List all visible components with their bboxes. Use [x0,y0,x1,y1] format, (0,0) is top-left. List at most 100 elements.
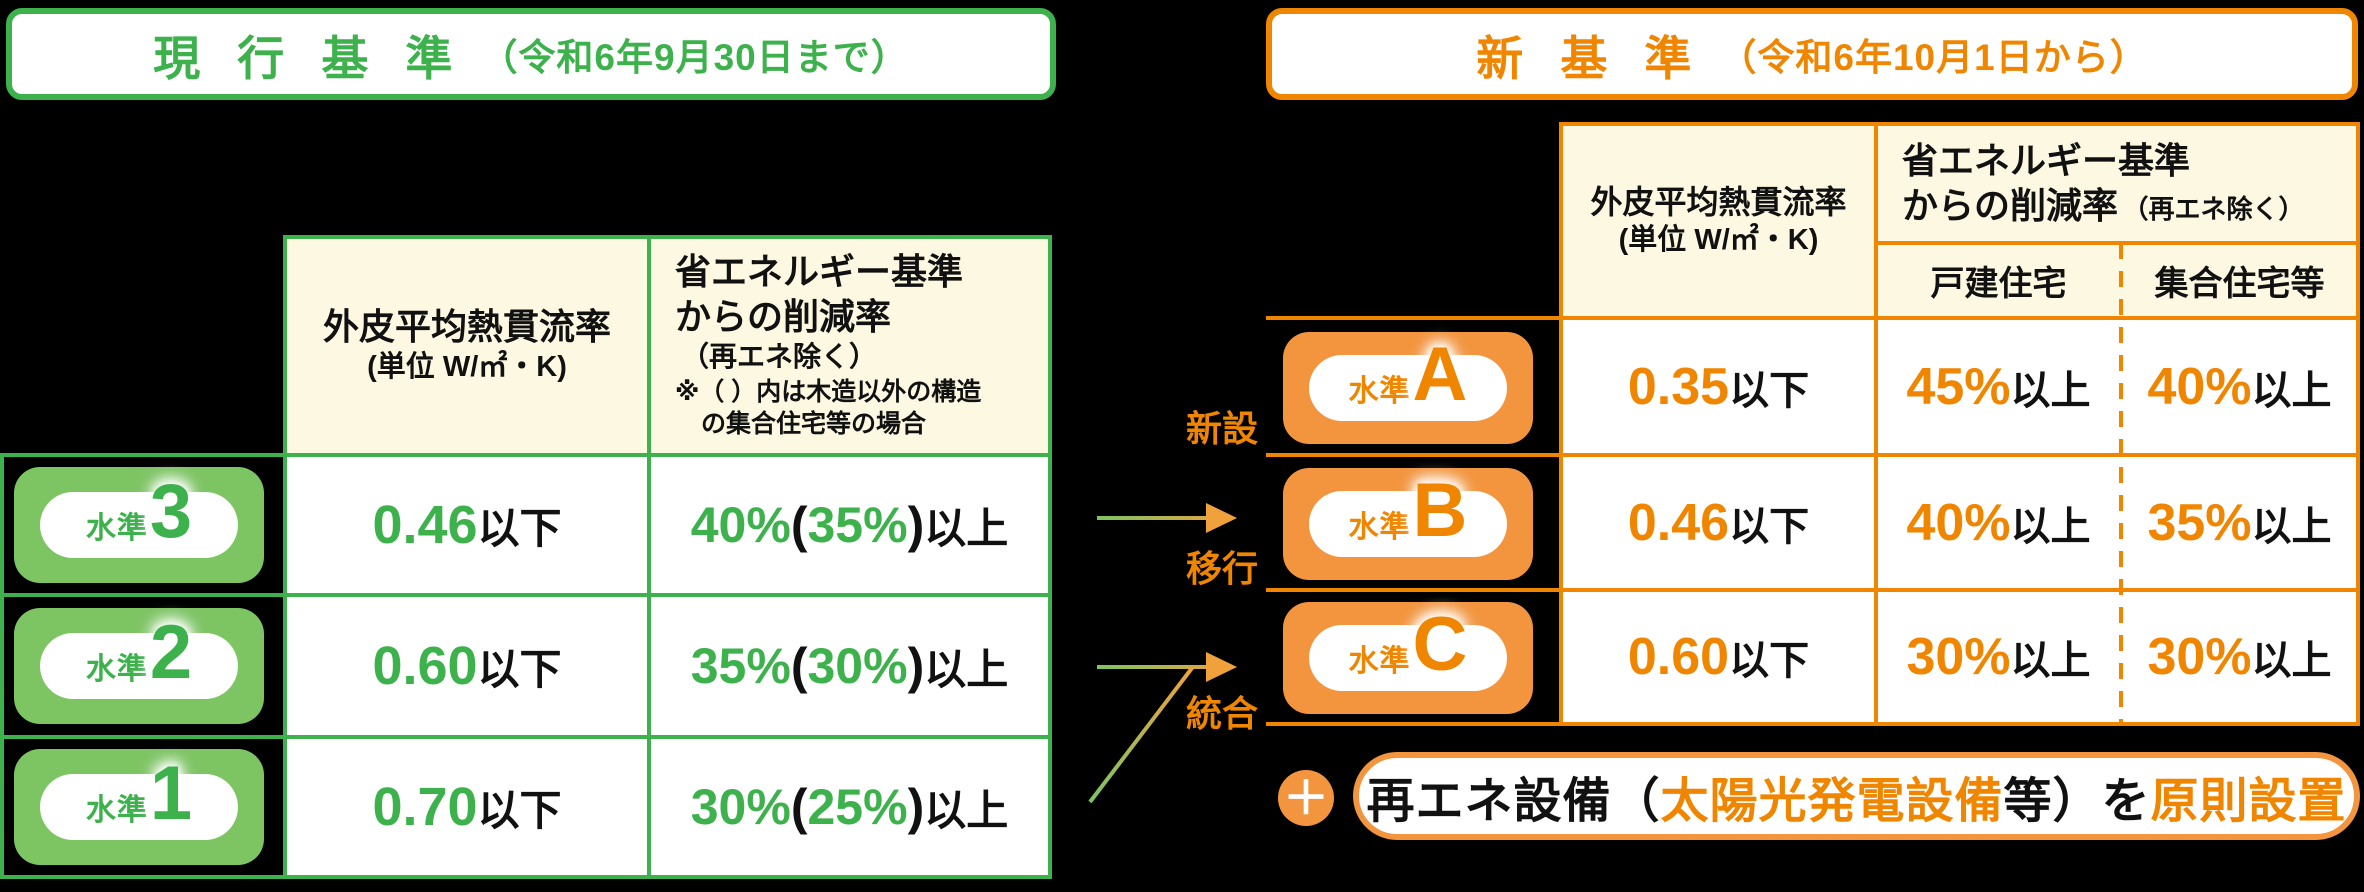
level-3-reduction-suffix: 以上 [924,504,1009,552]
level-1-badge: 水準 1 [14,749,264,865]
level-C-badge-letter: C [1412,602,1468,687]
level-3-badge-label: 水準 [85,512,148,545]
right-u-value-header-unit: (単位 W/㎡・K) [1618,224,1819,257]
new-standard-header: 新 基 準 （令和6年10月1日から） [1266,8,2358,100]
right-grid-vline [1874,122,1878,726]
transition-arrow-icon [1097,503,1237,533]
left-grid-hline [0,593,1052,597]
right-reduction-header: 省エネルギー基準 からの削減率 （再エネ除く） [1902,126,2358,239]
level-1-u-suffix: 以下 [477,786,562,834]
level-C-u-value: 0.60 [1627,628,1730,686]
right-grid-hline [1266,453,2360,457]
level-C-badge-label: 水準 [1348,645,1411,678]
level-C-u-suffix: 以下 [1729,639,1810,683]
level-1-reduction-value: 30% [690,779,791,835]
left-grid-hline [283,235,1052,239]
level-B-detached-value: 40% [1906,493,2011,552]
level-C-detached-cell: 30%以上 [1906,628,2091,686]
level-B-u-suffix: 以下 [1729,504,1810,549]
paren-close: ) [907,638,925,694]
current-standard-period: （令和6年9月30日まで） [480,37,909,78]
level-2-reduction-value: 35% [690,638,791,694]
level-B-apartment-value: 35% [2147,493,2252,552]
level-A-apartment-value: 40% [2147,357,2252,416]
level-B-badge-pill: 水準 B [1309,473,1507,557]
right-grid-vline [1559,122,1563,726]
level-A-detached-cell: 45%以上 [1906,357,2091,416]
level-2-badge: 水準 2 [14,608,264,724]
paren-close: ) [907,497,925,553]
level-3-badge: 水準 3 [14,467,264,583]
left-grid-hline [0,453,1052,457]
level-A-badge-letter: A [1412,332,1468,417]
paren-open: ( [790,779,808,835]
level-1-u-value: 0.70 [372,777,478,837]
left-reduction-header-line1: 省エネルギー基準 [675,251,964,293]
left-table-header-surface [285,237,1050,453]
renewable-note-seg4: 原則設置 [2150,775,2347,828]
paren-open: ( [790,497,808,553]
left-grid-vline [0,453,4,879]
right-grid-hline [1266,316,2360,320]
level-C-apartment-cell: 30%以上 [2147,628,2332,686]
left-grid-hline [0,875,1052,879]
paren-close: ) [907,779,925,835]
left-grid-hline [0,735,1052,739]
level-B-badge-letter: B [1412,468,1468,553]
level-A-u-suffix: 以下 [1729,368,1810,413]
apartment-subheader: 集合住宅等 [2154,265,2325,303]
right-u-value-header: 外皮平均熱貫流率 (単位 W/㎡・K) [1563,126,1874,316]
level-3-reduction-value: 40% [690,497,791,553]
level-C-apartment-value: 30% [2147,628,2252,686]
level-B-u-value: 0.46 [1627,493,1730,552]
level-2-reduction-cell: 35%(30%)以上 [651,597,1048,735]
level-3-badge-number: 3 [149,469,193,554]
paren-open: ( [790,638,808,694]
right-grid-hline [1266,588,2360,592]
right-grid-hline [1559,122,2360,126]
new-standard-period: （令和6年10月1日から） [1719,37,2148,78]
left-reduction-header-line3: （再エネ除く） [681,341,878,373]
right-table-header-surface [1561,124,2358,318]
level-A-badge: 水準 A [1283,332,1533,444]
level-2-reduction-suffix: 以上 [924,645,1009,693]
right-grid-vline-dashed [2119,243,2123,726]
level-1-reduction-suffix: 以上 [924,786,1009,834]
right-grid-hline [1266,722,2360,726]
level-B-detached-cell: 40%以上 [1906,493,2091,552]
level-2-u-value: 0.60 [372,636,478,696]
right-u-value-header-line1: 外皮平均熱貫流率 [1590,184,1847,221]
left-reduction-header-note2: の集合住宅等の場合 [701,410,927,439]
left-u-value-header: 外皮平均熱貫流率 (単位 W/㎡・K) [287,239,647,451]
current-standard-header: 現 行 基 準 （令和6年9月30日まで） [6,8,1056,100]
left-u-value-header-unit: (単位 W/㎡・K) [367,350,567,383]
flow-label-transition: 移行 [1186,548,1259,589]
current-standard-title: 現 行 基 準 [153,31,465,85]
renewable-note: 再エネ設備（ 太陽光発電設備 等）を 原則設置 [1353,752,2360,840]
right-grid-vline [2356,122,2360,726]
left-table-body-surface [285,455,1050,875]
left-reduction-header-note1: ※（ ）内は木造以外の構造 [675,377,982,406]
level-3-u-value: 0.46 [372,495,478,555]
detached-house-subheader: 戸建住宅 [1930,265,2067,303]
left-grid-vline [283,235,287,879]
level-A-apartment-cell: 40%以上 [2147,357,2332,416]
level-2-badge-pill: 水準 2 [40,615,238,699]
level-A-badge-label: 水準 [1348,375,1411,408]
level-2-badge-label: 水準 [85,653,148,686]
right-reduction-header-line1: 省エネルギー基準 [1902,139,2191,181]
left-grid-vline [1048,235,1052,879]
level-1-reduction-paren-value: 25% [807,779,908,835]
level-B-badge-label: 水準 [1348,511,1411,544]
level-B-badge: 水準 B [1283,468,1533,580]
renewable-note-seg2: 太陽光発電設備 [1660,775,2004,828]
level-A-u-value: 0.35 [1627,357,1730,416]
integration-arrow-icon [1088,652,1237,804]
level-B-apartment-cell: 35%以上 [2147,493,2332,552]
left-reduction-header: 省エネルギー基準 からの削減率 （再エネ除く） ※（ ）内は木造以外の構造 の集… [675,239,1048,451]
